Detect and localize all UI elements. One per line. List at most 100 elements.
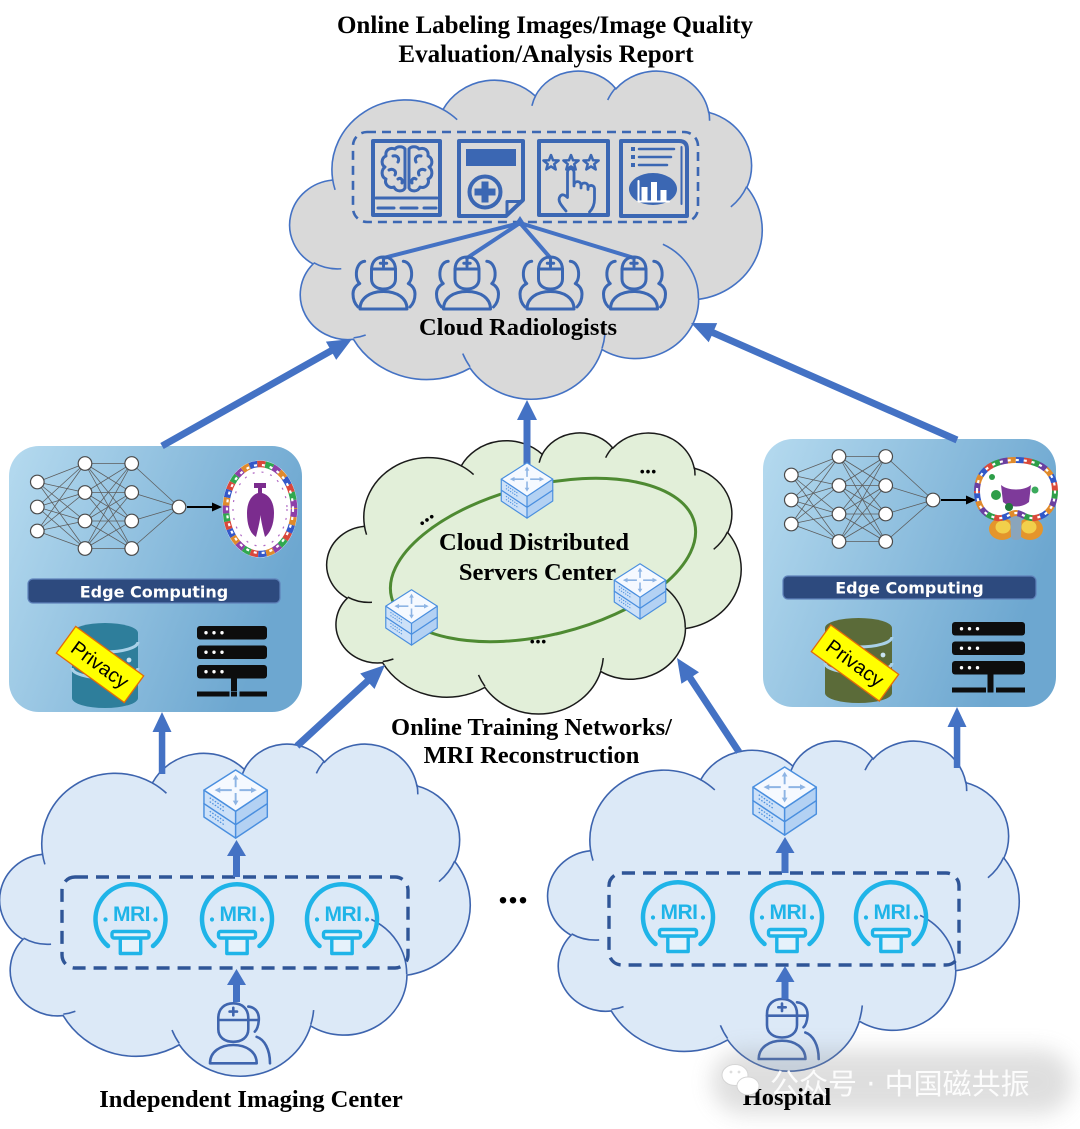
nn-node	[77, 541, 93, 556]
nn-node	[77, 513, 93, 529]
cortex-label	[222, 460, 298, 558]
cloud-outline	[546, 740, 1021, 1072]
arrow-imaging-radiographer-to-scanners	[227, 969, 246, 1002]
nn-connection	[131, 463, 180, 508]
nn-connection	[37, 492, 86, 508]
arrow-servers-center-to-cloud-radiologists	[517, 400, 537, 466]
radiologist-links	[381, 221, 636, 260]
training-caption-line-2: MRI Reconstruction	[424, 742, 640, 769]
more-servers-ellipsis: ...	[529, 624, 546, 649]
nn-connection	[37, 463, 86, 483]
nn-connection	[36, 463, 86, 532]
cloud-radiologists-shape	[288, 70, 764, 400]
nn-node	[783, 492, 799, 508]
nn-connection	[84, 463, 132, 522]
server-base-hub	[231, 691, 237, 697]
ventricles	[247, 483, 274, 537]
watermark-text: 公众号 · 中国磁共振	[770, 1067, 1030, 1101]
arrow-imaging-scanners-to-router	[227, 840, 246, 877]
nn-connection	[885, 456, 934, 501]
cloud-servers-center-shape	[325, 432, 742, 715]
nn-node	[29, 499, 45, 515]
analysis-report-chart-icon	[619, 139, 689, 218]
nn-node	[831, 449, 847, 464]
ventricles	[1001, 485, 1031, 507]
more-sites-ellipsis: ...	[498, 867, 528, 912]
report-frame	[619, 139, 689, 218]
server-base-left	[197, 691, 230, 697]
nn-connection	[37, 492, 86, 532]
server-status-dot	[967, 627, 972, 631]
watermark: 公众号 · 中国磁共振	[721, 1064, 1030, 1101]
server-status-dot	[212, 631, 216, 635]
mri-scanner-icon: MRI	[307, 884, 377, 953]
record-badge-ring	[467, 174, 503, 210]
nn-node	[124, 456, 140, 471]
cloud-inner-arcs	[347, 446, 729, 687]
record-frame	[457, 139, 525, 218]
cloud-outline	[288, 70, 764, 400]
nn-connection	[791, 474, 840, 486]
nn-connection	[37, 506, 86, 549]
nn-node	[831, 478, 847, 493]
nn-connection	[131, 506, 180, 549]
server-stem	[987, 674, 994, 688]
title-line-1: Online Labeling Images/Image Quality	[337, 12, 754, 39]
nn-connection	[37, 520, 86, 532]
server-status-dot	[959, 627, 964, 631]
wechat-eye	[729, 1070, 733, 1074]
nn-connection	[84, 492, 132, 549]
segment-label	[989, 474, 995, 480]
rating-frame	[537, 139, 610, 217]
mri-label: MRI	[874, 901, 911, 924]
server-rack-icon	[197, 626, 267, 697]
server-status-dot	[204, 650, 208, 654]
mri-label: MRI	[220, 903, 257, 926]
captions: Online Training Networks/ MRI Reconstruc…	[99, 714, 831, 1113]
nn-node	[171, 499, 187, 515]
nn-connection	[791, 474, 840, 515]
nn-node	[878, 449, 894, 464]
server-base-right	[239, 691, 267, 697]
nn-connection	[37, 506, 86, 522]
nn-connection	[37, 481, 86, 493]
medical-record-icon	[457, 139, 525, 218]
server-status-dot	[212, 670, 216, 674]
flow-arrows	[152, 323, 967, 1002]
nn-connection	[790, 474, 840, 542]
nn-connection	[790, 456, 840, 525]
nn-connection	[885, 499, 934, 515]
neural-network-icon	[783, 449, 941, 549]
nn-node	[878, 534, 894, 549]
mri-scanner-icon: MRI	[643, 882, 713, 951]
nn-connection	[838, 485, 886, 542]
segment-label	[991, 490, 1001, 500]
title-line-2: Evaluation/Analysis Report	[398, 41, 694, 68]
server-status-dot	[220, 670, 224, 674]
report-chart-bar	[641, 187, 648, 201]
report-chart-axis	[637, 180, 670, 203]
nn-connection	[36, 481, 86, 549]
nn-node	[29, 474, 45, 490]
nn-node	[77, 456, 93, 471]
nn-connection	[791, 523, 840, 542]
mri-label: MRI	[661, 901, 698, 924]
report-chart-bar	[660, 190, 667, 201]
sulci-texture	[225, 463, 295, 555]
cloud-outline	[0, 743, 472, 1077]
report-list-lines	[637, 147, 676, 167]
server-status-dot	[204, 631, 208, 635]
mri-label: MRI	[113, 903, 150, 926]
wechat-icon	[721, 1064, 760, 1096]
server-base-left	[952, 687, 986, 693]
inference-arrow-head	[966, 495, 976, 505]
segment-label	[1031, 486, 1039, 494]
nn-connection	[37, 463, 86, 508]
brain-segmentation-axial-image	[222, 460, 298, 558]
edge-node-left: Edge Computing Privacy	[9, 446, 302, 712]
servers-center-label-line-1: Cloud Distributed	[439, 529, 629, 556]
arrow-imaging-center-to-servers-center	[294, 665, 385, 749]
nn-connection	[791, 456, 840, 501]
arrow-hospital-scanners-to-router	[775, 837, 795, 873]
